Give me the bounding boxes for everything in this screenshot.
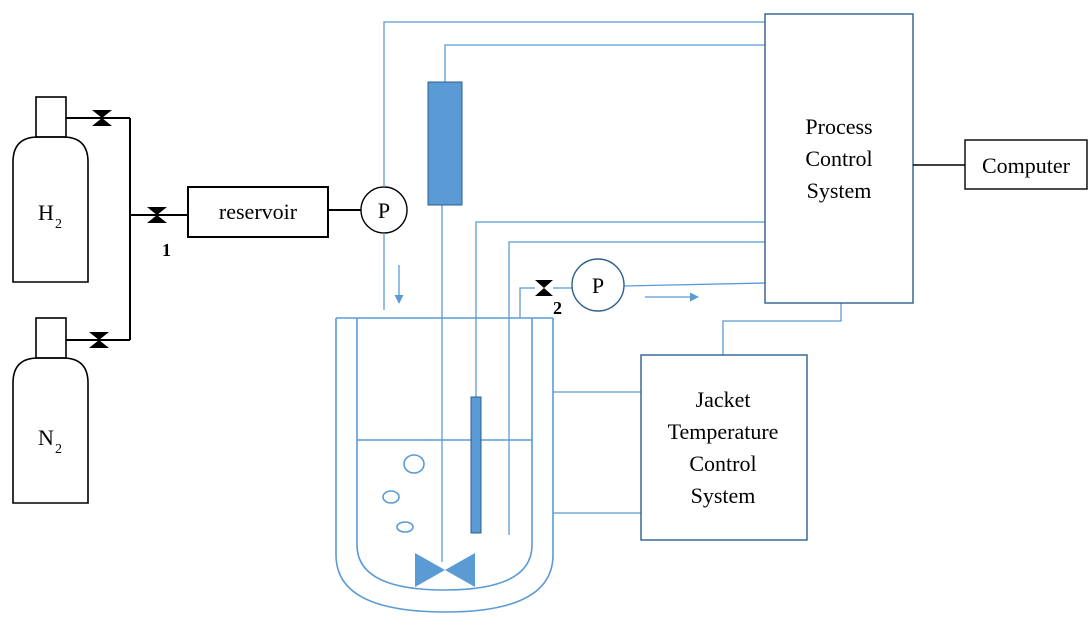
pcs-line-2: Control (805, 146, 872, 171)
pressure-gauge-2: P (571, 258, 625, 312)
temperature-probe (470, 396, 482, 534)
n2-subscript: 2 (55, 442, 62, 457)
impeller-icon (415, 553, 475, 587)
jtc-line-4: System (691, 483, 756, 508)
reservoir-label: reservoir (219, 199, 298, 224)
n2-label: N (38, 425, 54, 450)
valve-2-number: 2 (553, 298, 562, 318)
computer-box: Computer (964, 139, 1088, 190)
jtc-line-3: Control (689, 451, 756, 476)
valve-1-icon[interactable] (147, 207, 167, 223)
computer-label: Computer (982, 153, 1071, 178)
pcs-line-3: System (807, 178, 872, 203)
n2-cylinder: N 2 (12, 317, 89, 504)
jacket-temperature-control-box: Jacket Temperature Control System (640, 354, 808, 541)
h2-cylinder: H 2 (12, 96, 89, 283)
pressure-gauge-1-label: P (378, 198, 390, 223)
pcs-line-1: Process (805, 114, 872, 139)
column (427, 81, 463, 206)
valve-1-number: 1 (162, 240, 171, 260)
pressure-gauge-1: P (360, 186, 408, 234)
gas-supply-lines (66, 117, 361, 341)
valve-icon[interactable] (92, 110, 112, 126)
reactor-vessel (335, 317, 554, 613)
jtc-line-1: Jacket (696, 387, 751, 412)
process-signal-lines (383, 21, 842, 562)
process-control-system-box: Process Control System (764, 13, 914, 304)
h2-label: H (38, 200, 54, 225)
valve-2-icon[interactable] (535, 280, 553, 296)
pressure-gauge-2-label: P (592, 273, 604, 298)
gas-bubbles (382, 454, 425, 533)
jtc-line-2: Temperature (668, 419, 779, 444)
valve-icon[interactable] (89, 332, 109, 348)
reservoir-box: reservoir (187, 186, 329, 238)
h2-subscript: 2 (55, 217, 62, 232)
